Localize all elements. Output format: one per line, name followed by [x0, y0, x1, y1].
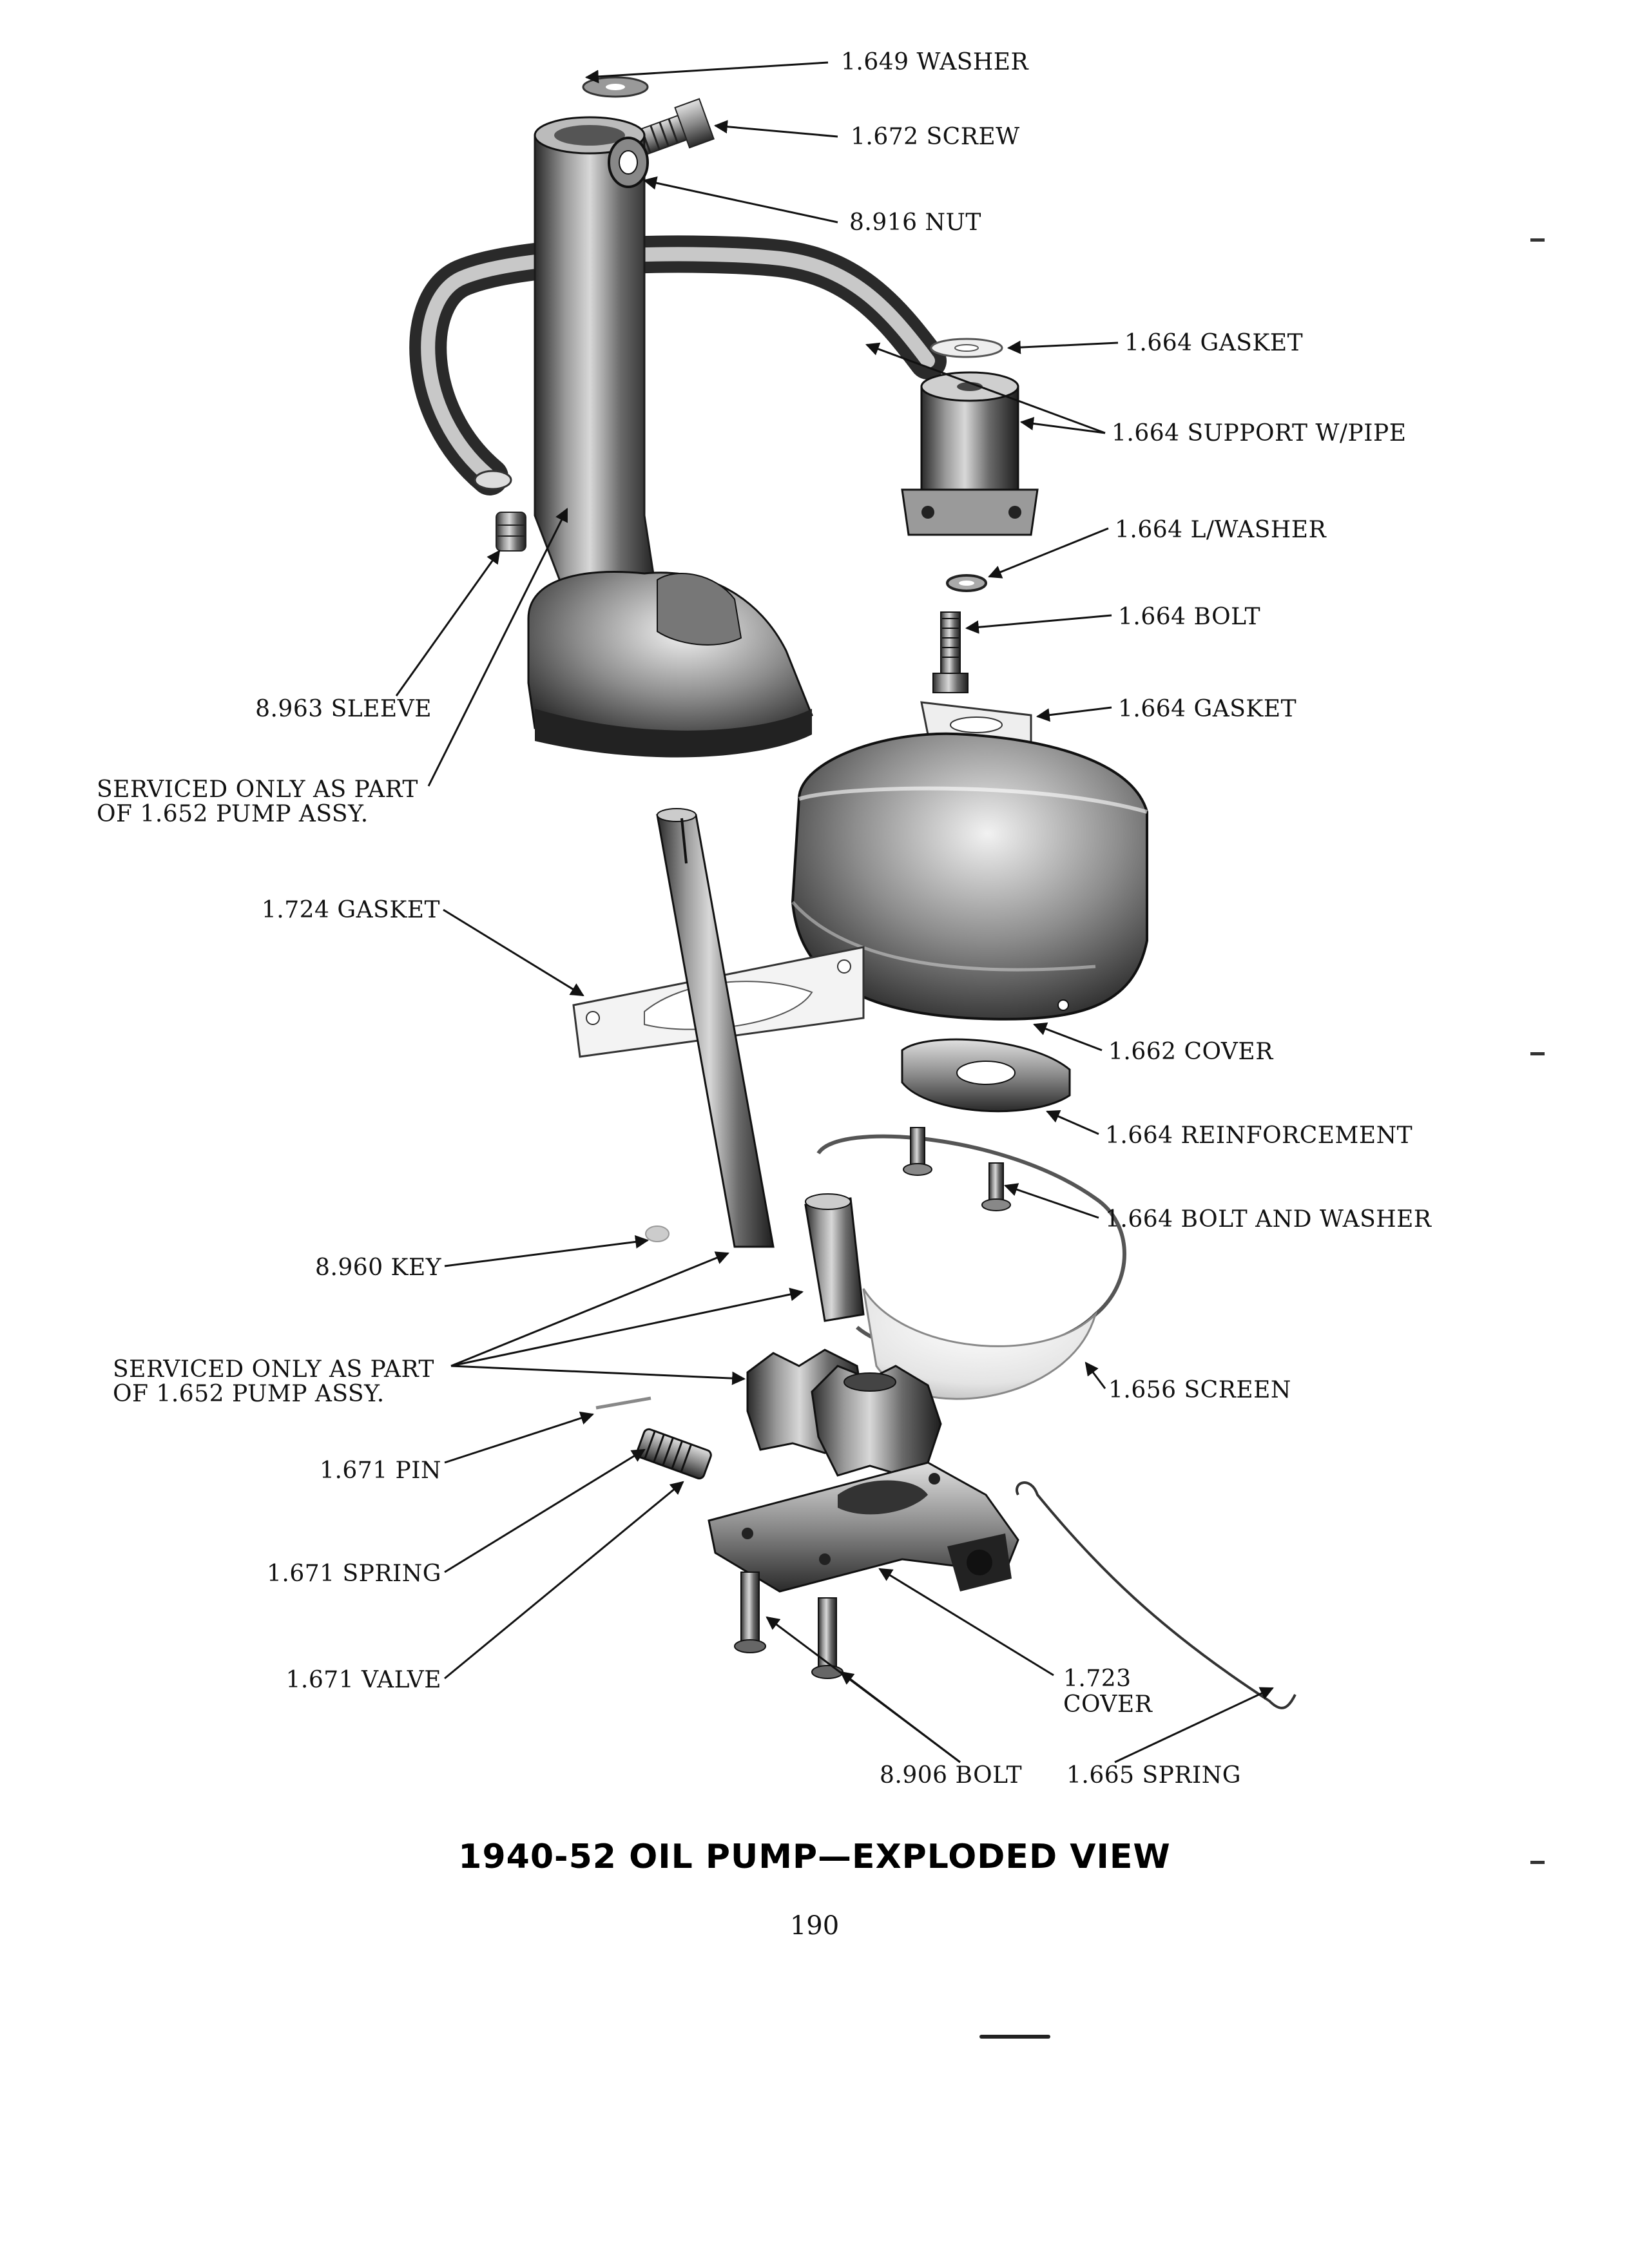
- label-serviced-2-line1: SERVICED ONLY AS PART: [113, 1356, 434, 1383]
- scan-mark: [1530, 1052, 1545, 1055]
- leader-gasket-1664-top: [1007, 340, 1119, 354]
- leader-serviced-2-b: [450, 1287, 804, 1367]
- leader-key-8960: [444, 1235, 650, 1267]
- leader-sleeve-8963: [395, 550, 501, 697]
- support-pipe-part: [409, 235, 947, 495]
- leader-bolt-8906-b: [840, 1671, 961, 1763]
- leader-spring-1665: [1114, 1687, 1274, 1763]
- reinforcement-1664-part: [901, 1038, 1071, 1113]
- pin-1671-part: [595, 1396, 651, 1410]
- leader-bolt-1664: [965, 614, 1112, 634]
- cover-1662-part: [791, 732, 1148, 1021]
- label-gasket-1664-mid: 1.664 GASKET: [1118, 696, 1297, 722]
- bolts-8906-part: [734, 1571, 843, 1679]
- label-pin-1671: 1.671 PIN: [320, 1457, 441, 1484]
- lwasher-1664-part: [946, 574, 987, 592]
- cover-1723-part: [708, 1461, 1019, 1593]
- pump-shaft-part: [656, 808, 775, 1248]
- label-cover-1723-line2: COVER: [1063, 1691, 1153, 1718]
- scan-mark: [1530, 1861, 1545, 1864]
- screen-1656-part: [816, 1127, 1126, 1400]
- label-bolt-8906: 8.906 BOLT: [880, 1762, 1023, 1789]
- pump-body-part: [527, 116, 813, 758]
- leader-serviced-2-c: [450, 1365, 746, 1385]
- label-reinforcement-1664: 1.664 REINFORCEMENT: [1105, 1122, 1413, 1149]
- label-sleeve-8963: 8.963 SLEEVE: [255, 696, 432, 722]
- label-gasket-1664-top: 1.664 GASKET: [1124, 330, 1304, 356]
- label-spring-1671: 1.671 SPRING: [267, 1561, 441, 1587]
- scan-smudge: [979, 2035, 1050, 2039]
- label-spring-1665: 1.665 SPRING: [1066, 1762, 1241, 1789]
- page-number: 190: [789, 1911, 840, 1941]
- label-screen-1656: 1.656 SCREEN: [1108, 1377, 1291, 1403]
- leader-support-1664-a: [865, 342, 1106, 434]
- label-gasket-1724: 1.724 GASKET: [261, 897, 440, 923]
- label-serviced-1-line2: OF 1.652 PUMP ASSY.: [97, 801, 369, 827]
- label-valve-1671: 1.671 VALVE: [285, 1667, 441, 1693]
- label-screw-1672: 1.672 SCREW: [851, 124, 1020, 150]
- figure-caption: 1940-52 OIL PUMP—EXPLODED VIEW: [458, 1838, 1171, 1876]
- label-serviced-2-line2: OF 1.652 PUMP ASSY.: [113, 1381, 385, 1407]
- leader-cover-1662: [1033, 1022, 1103, 1052]
- label-washer-1649: 1.649 WASHER: [841, 49, 1029, 75]
- scan-mark: [1530, 238, 1545, 242]
- label-bolt-1664: 1.664 BOLT: [1118, 604, 1261, 630]
- leader-lwasher-1664: [988, 527, 1109, 579]
- label-serviced-1-line1: SERVICED ONLY AS PART: [97, 776, 418, 803]
- pump-gears-part: [746, 1349, 942, 1477]
- leader-cover-1723: [878, 1568, 1054, 1677]
- leader-boltwasher-1664: [1004, 1183, 1099, 1219]
- leader-spring-1671: [444, 1448, 646, 1573]
- leader-serviced-2-a: [450, 1251, 729, 1367]
- label-nut-8916: 8.916 NUT: [849, 209, 981, 236]
- spring-1671-part: [636, 1428, 712, 1480]
- label-key-8960: 8.960 KEY: [315, 1254, 441, 1281]
- spring-1665-part: [1016, 1481, 1296, 1709]
- sleeve-8963-part: [496, 512, 526, 552]
- key-8960-part: [645, 1225, 670, 1242]
- label-cover-1723-line1: 1.723: [1063, 1666, 1132, 1692]
- leader-washer-1649: [584, 61, 829, 84]
- label-support-1664: 1.664 SUPPORT W/PIPE: [1112, 420, 1407, 447]
- idler-shaft-part: [804, 1193, 865, 1322]
- label-cover-1662: 1.662 COVER: [1108, 1039, 1273, 1065]
- leader-serviced-1: [427, 508, 568, 787]
- washer-1649-part: [582, 76, 649, 98]
- leader-screen-1656: [1084, 1361, 1106, 1389]
- leader-valve-1671: [444, 1481, 684, 1680]
- leader-gasket-1664-mid: [1036, 706, 1112, 722]
- leader-nut-8916: [642, 176, 838, 224]
- label-lwasher-1664: 1.664 L/WASHER: [1115, 517, 1327, 543]
- support-1664-part: [901, 371, 1039, 536]
- leader-screw-1672: [713, 120, 838, 138]
- leader-pin-1671: [444, 1411, 594, 1464]
- leader-gasket-1724: [443, 908, 584, 997]
- gasket-1664-top-part: [930, 338, 1003, 358]
- leader-lines: [395, 61, 1274, 1763]
- leader-support-1664-b: [1019, 417, 1106, 434]
- label-boltwasher-1664: 1.664 BOLT AND WASHER: [1105, 1206, 1432, 1233]
- bolt-1664-part: [932, 611, 969, 693]
- leader-reinforcement-1664: [1046, 1110, 1099, 1135]
